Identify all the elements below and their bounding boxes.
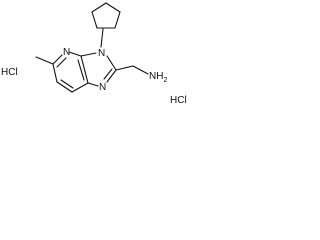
atom-label-n-cyclopentyl: N (98, 48, 105, 59)
bond (114, 11, 121, 29)
bond (91, 11, 98, 29)
bond (105, 2, 121, 13)
bond (68, 51, 82, 57)
pyridine-ring (52, 51, 89, 93)
bond (80, 52, 97, 57)
bond (100, 28, 104, 48)
atom-label-n-imidazole: N (99, 82, 106, 93)
amine-subscript: 2 (163, 77, 167, 84)
bond (106, 69, 117, 83)
methyl-bond (35, 56, 54, 65)
amine-text: NH (149, 71, 163, 82)
bond (103, 68, 113, 80)
bond (91, 2, 107, 13)
bond (60, 79, 74, 89)
hcl-label-right: HCl (170, 95, 187, 106)
bond (52, 54, 63, 65)
chemical-structure: N N N NH2 HCl HCl (1, 2, 187, 106)
bond (52, 63, 58, 83)
bond (106, 55, 117, 71)
atom-label-amine: NH2 (149, 71, 167, 84)
methylene-bond (115, 65, 134, 71)
cyclopentyl-ring (91, 2, 121, 29)
amine-bond (132, 65, 149, 75)
bond (87, 82, 99, 87)
atom-label-n-ring: N (63, 47, 70, 58)
bond (71, 82, 89, 93)
bond (56, 81, 73, 93)
bond (80, 55, 89, 84)
hcl-label-left: HCl (1, 67, 18, 78)
imidazole-ring (80, 52, 117, 87)
bond (56, 57, 67, 68)
bond (77, 59, 85, 81)
